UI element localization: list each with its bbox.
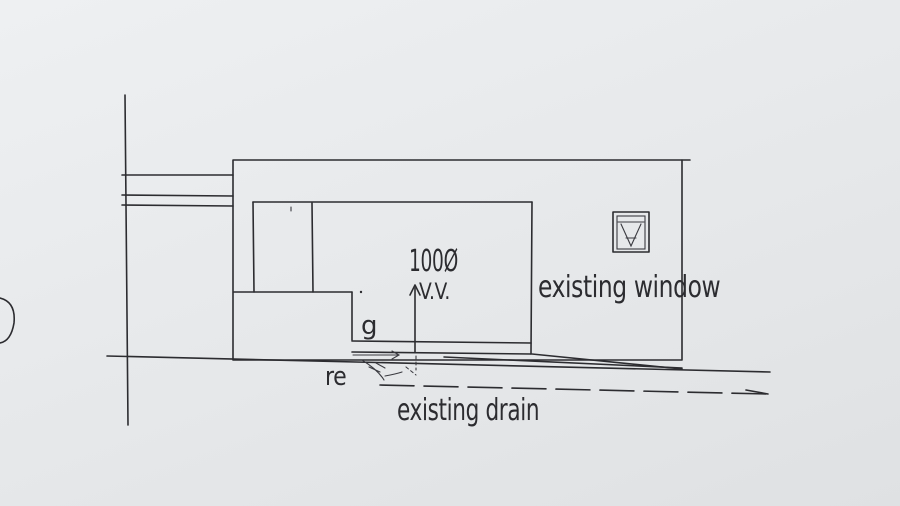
- drain-end-segment: [745, 389, 769, 395]
- partial-circle: [0, 297, 16, 344]
- existing-drain-label: existing drain: [397, 393, 540, 428]
- connector-line-3: [121, 204, 234, 207]
- counter-base: [351, 340, 532, 344]
- window-icon: [612, 211, 650, 253]
- drain-dashed-line: [379, 384, 769, 395]
- opening-divider: [311, 202, 314, 293]
- branch-detail: [352, 290, 417, 381]
- vent-arrow-head: [409, 284, 421, 296]
- re-label: re: [325, 362, 347, 392]
- extension-outline: [232, 159, 683, 361]
- opening-right: [530, 201, 533, 355]
- connector-line-2: [121, 194, 234, 197]
- ground-line: [106, 355, 771, 373]
- pipe-size-label: 100Ø: [409, 244, 458, 279]
- existing-window-label: existing window: [538, 270, 721, 305]
- g-label: g: [361, 311, 378, 341]
- boundary-wall-line: [124, 94, 129, 426]
- ramp-base: [443, 356, 683, 369]
- opening-left: [252, 201, 255, 293]
- vent-label: V.V.: [419, 280, 450, 305]
- counter-base-inner: [351, 351, 532, 355]
